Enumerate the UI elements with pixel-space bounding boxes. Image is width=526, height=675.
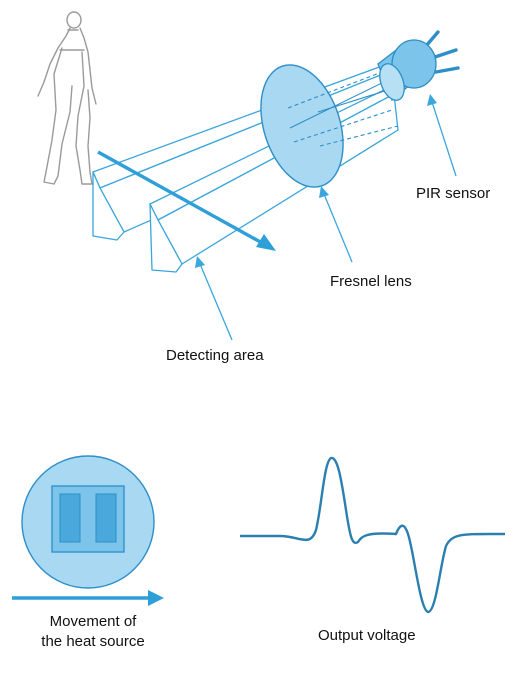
output-voltage-waveform — [240, 456, 505, 614]
movement-arrow-bottom — [12, 590, 164, 606]
beam-through-lens — [287, 71, 399, 147]
leader-lines — [199, 101, 457, 341]
movement-arrow-top — [97, 150, 276, 251]
detecting-area-label: Detecting area — [166, 347, 264, 364]
walking-person-icon — [37, 11, 97, 185]
fresnel-lens-label: Fresnel lens — [330, 273, 412, 290]
output-voltage-label: Output voltage — [318, 627, 416, 644]
movement-label-line1: Movement of — [49, 613, 137, 630]
pir-sensor-label: PIR sensor — [416, 185, 491, 202]
pir-sensor-icon — [377, 30, 460, 102]
leader-arrowheads — [195, 94, 437, 268]
fresnel-lens-icon — [260, 64, 344, 188]
pyroelectric-element-icon — [21, 455, 155, 589]
movement-label-line2: the heat source — [41, 633, 145, 650]
movement-label: Movement of the heat source — [18, 612, 168, 652]
